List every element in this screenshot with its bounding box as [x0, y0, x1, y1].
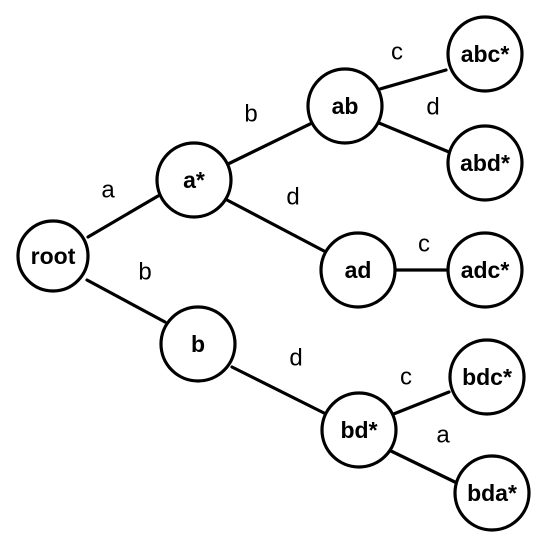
- edge-a-ad: [225, 198, 326, 253]
- edge-root-a: [86, 194, 160, 239]
- node-root: root: [16, 219, 90, 293]
- node-b: b: [159, 305, 237, 383]
- edge-label-ab-abd: d: [426, 94, 439, 121]
- node-adc: adc*: [446, 231, 524, 309]
- edge-label-ab-abc: c: [391, 39, 403, 66]
- node-bdc: bdc*: [448, 338, 526, 416]
- edge-bd-bdc: [389, 390, 451, 417]
- edge-bd-bda: [389, 449, 461, 486]
- node-label-a: a*: [183, 167, 205, 193]
- edge-root-b: [85, 278, 167, 324]
- edges: [85, 68, 461, 486]
- edge-label-a-ad: d: [286, 184, 299, 211]
- node-label-adc: adc*: [461, 257, 510, 283]
- node-label-abc: abc*: [461, 41, 510, 67]
- edge-label-bd-bdc: c: [400, 364, 412, 391]
- node-abc: abc*: [446, 15, 524, 93]
- edge-label-b-bd: d: [289, 345, 302, 372]
- node-label-ad: ad: [345, 257, 372, 283]
- edge-label-a-ab: b: [244, 101, 257, 128]
- edge-a-ab: [226, 122, 312, 166]
- node-label-bd: bd*: [340, 417, 377, 443]
- edge-ab-abd: [377, 121, 451, 154]
- edge-ab-abc: [378, 68, 448, 91]
- edge-label-root-a: a: [101, 177, 115, 204]
- node-label-b: b: [191, 331, 205, 357]
- edge-b-bd: [230, 365, 326, 415]
- node-abd: abd*: [446, 124, 524, 202]
- node-label-ab: ab: [332, 93, 359, 119]
- node-label-abd: abd*: [460, 150, 510, 176]
- node-label-root: root: [31, 243, 76, 269]
- edge-label-bd-bda: a: [436, 422, 450, 449]
- edge-labels: a b b d d c d c c a: [101, 39, 450, 449]
- node-bda: bda*: [453, 454, 531, 532]
- node-ad: ad: [319, 231, 397, 309]
- edge-label-root-b: b: [138, 259, 151, 286]
- node-ab: ab: [306, 67, 384, 145]
- node-label-bda: bda*: [467, 480, 517, 506]
- node-bd: bd*: [320, 391, 398, 469]
- node-label-bdc: bdc*: [462, 364, 512, 390]
- node-a: a*: [155, 141, 233, 219]
- edge-label-ad-adc: c: [418, 231, 430, 258]
